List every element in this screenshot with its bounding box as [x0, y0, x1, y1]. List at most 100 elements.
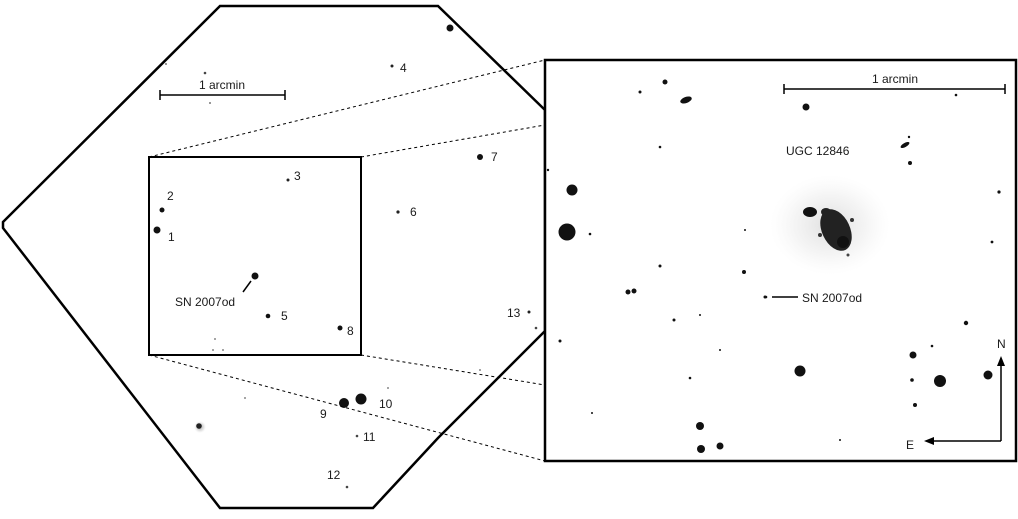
compass: N E: [906, 337, 1006, 452]
zoom-box: [148, 156, 362, 356]
right-field-stars: [546, 79, 1001, 453]
star-label-13: 13: [507, 306, 521, 320]
star: [908, 161, 912, 165]
star: [558, 223, 576, 241]
left-field-stars: [153, 24, 538, 489]
star: [527, 310, 531, 314]
star: [203, 71, 207, 75]
compass-east-label: E: [906, 438, 914, 452]
star-label-4: 4: [400, 61, 407, 75]
star: [802, 103, 810, 111]
star: [196, 423, 202, 429]
star: [662, 79, 668, 85]
star: [658, 145, 662, 149]
star: [900, 141, 910, 149]
star: [355, 434, 359, 438]
right-scale-bar-label: 1 arcmin: [872, 72, 918, 86]
star: [209, 102, 211, 104]
star: [658, 264, 662, 268]
star-label-1: 1: [168, 230, 175, 244]
star: [697, 445, 705, 453]
star: [930, 344, 934, 348]
left-scale-bar: 1 arcmin: [159, 78, 286, 100]
star: [214, 338, 216, 340]
star: [265, 313, 271, 319]
left-supernova-pointer: [242, 280, 252, 293]
star: [479, 369, 481, 371]
star: [990, 240, 994, 244]
star: [839, 439, 841, 441]
left-field-border: [1, 4, 547, 510]
star-label-8: 8: [347, 324, 354, 338]
supernova-2007od: [764, 295, 768, 299]
star: [286, 178, 290, 182]
star-label-5: 5: [281, 309, 288, 323]
star: [983, 370, 993, 380]
star: [672, 318, 676, 322]
star: [566, 184, 578, 196]
galaxy-label: UGC 12846: [786, 144, 850, 158]
star: [794, 365, 806, 377]
star: [631, 288, 637, 294]
star: [345, 485, 349, 489]
compass-north-label: N: [997, 337, 1006, 351]
star: [339, 398, 349, 408]
star: [390, 64, 394, 68]
star: [387, 387, 389, 389]
star: [638, 90, 642, 94]
star: [688, 376, 692, 380]
star: [909, 351, 917, 359]
star: [546, 168, 550, 172]
right-field-panel: UGC 12846 1 arcmin SN 2007od N E: [543, 58, 1018, 463]
star: [591, 412, 593, 414]
star-labels: 1 2 3 4 5 6 7 8 9 10 11 12 13: [167, 61, 521, 482]
zoom-connectors: [148, 59, 546, 462]
star: [907, 135, 911, 139]
star: [153, 226, 161, 234]
star: [251, 272, 259, 280]
star: [680, 96, 692, 104]
star: [696, 422, 704, 430]
star: [165, 63, 167, 65]
right-field-border: [543, 58, 1018, 463]
star: [159, 207, 165, 213]
right-scale-bar: 1 arcmin: [783, 72, 1006, 94]
star: [244, 397, 246, 399]
star: [744, 229, 746, 231]
star: [997, 190, 1001, 194]
star: [396, 210, 400, 214]
left-field-panel: 1 arcmin 1 2 3 4 5 6 7 8 9 10 11 12 13 S…: [1, 4, 547, 510]
star-label-2: 2: [167, 189, 174, 203]
star: [534, 326, 538, 330]
star: [588, 232, 592, 236]
star: [716, 442, 724, 450]
star-label-12: 12: [327, 468, 341, 482]
right-supernova-label: SN 2007od: [802, 291, 862, 305]
star: [954, 93, 958, 97]
star-label-9: 9: [320, 407, 327, 421]
galaxy-ugc-12846: [770, 175, 890, 275]
star: [719, 349, 721, 351]
star-label-6: 6: [410, 205, 417, 219]
star: [963, 320, 969, 326]
star: [477, 154, 483, 160]
left-scale-bar-label: 1 arcmin: [199, 78, 245, 92]
star: [699, 314, 701, 316]
star: [337, 325, 343, 331]
star-label-11: 11: [363, 430, 376, 444]
star: [212, 349, 214, 351]
star-label-3: 3: [294, 169, 301, 183]
star: [446, 24, 454, 32]
star-label-10: 10: [379, 397, 393, 411]
star: [742, 270, 746, 274]
star: [625, 289, 631, 295]
star: [222, 349, 224, 351]
star: [355, 393, 367, 405]
left-supernova-label: SN 2007od: [175, 295, 235, 309]
star: [913, 403, 917, 407]
star: [558, 339, 562, 343]
star-label-7: 7: [491, 150, 498, 164]
star: [910, 378, 914, 382]
